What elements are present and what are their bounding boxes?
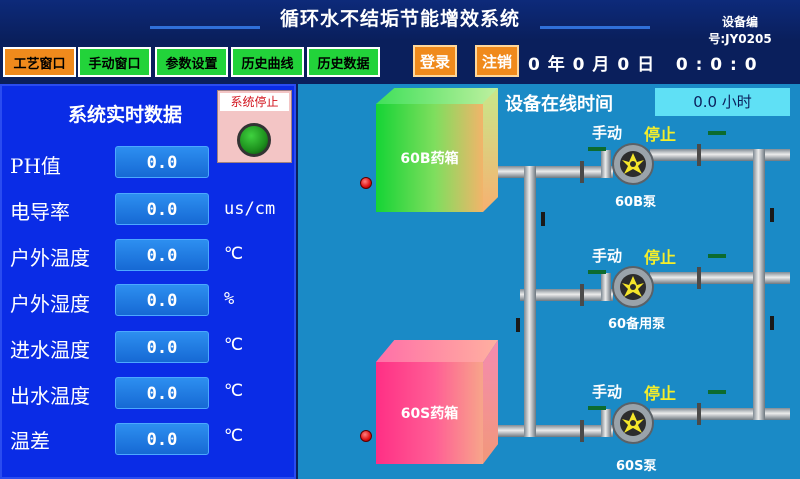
system-stop-indicator[interactable]: 系统停止 <box>217 90 292 163</box>
datetime-display: 0 年 0 月 0 日 0 : 0 : 0 <box>528 55 758 75</box>
tank-60b-side <box>483 88 498 212</box>
outlet-temp-unit: ℃ <box>224 381 244 401</box>
login-button[interactable]: 登录 <box>413 45 457 77</box>
vertical-valve-icon <box>770 208 774 222</box>
indicator-mark <box>708 254 726 258</box>
indicator-mark <box>588 270 606 274</box>
pipe-segment <box>601 273 611 301</box>
nav-parameter-settings[interactable]: 参数设置 <box>155 47 228 77</box>
pump-60b-name: 60B泵 <box>615 195 656 210</box>
pipe-segment <box>601 409 611 437</box>
indicator-mark <box>708 131 726 135</box>
conductivity-unit: us/cm <box>224 199 276 219</box>
nav-process-window[interactable]: 工艺窗口 <box>3 47 76 77</box>
outdoor-humidity-label: 户外湿度 <box>10 292 90 316</box>
tank-60b-top <box>376 88 498 104</box>
outlet-temp-label: 出水温度 <box>10 384 90 408</box>
inlet-temp-value: 0.0 <box>115 331 209 363</box>
valve-icon <box>697 403 701 425</box>
title-bar: 循环水不结垢节能增效系统 <box>0 0 800 40</box>
device-number: 设备编 号:JY0205 <box>690 14 790 48</box>
outdoor-temp-unit: ℃ <box>224 244 244 264</box>
valve-icon <box>580 161 584 183</box>
outdoor-humidity-unit: % <box>224 289 235 309</box>
ph-value: 0.0 <box>115 146 209 178</box>
pipe-segment <box>601 150 611 178</box>
conductivity-label: 电导率 <box>10 200 70 224</box>
nav-manual-window[interactable]: 手动窗口 <box>78 47 151 77</box>
tank-60b[interactable]: 60B药箱 <box>376 88 498 212</box>
pump-60b-icon[interactable] <box>612 143 654 185</box>
tank-60b-alarm-icon <box>360 177 372 189</box>
valve-icon <box>697 144 701 166</box>
conductivity-value: 0.0 <box>115 193 209 225</box>
valve-icon <box>580 420 584 442</box>
system-stop-label: 系统停止 <box>220 93 289 111</box>
pump-60s-state: 停止 <box>644 384 677 403</box>
valve-icon <box>697 267 701 289</box>
title-decoration-left <box>150 26 260 29</box>
vertical-valve-icon <box>541 212 545 226</box>
valve-icon <box>580 284 584 306</box>
tank-60s-label: 60S药箱 <box>376 362 483 464</box>
online-time-label: 设备在线时间 <box>505 94 613 115</box>
logout-button[interactable]: 注销 <box>475 45 519 77</box>
pipe-segment <box>485 425 613 437</box>
indicator-mark <box>708 390 726 394</box>
tank-60s-alarm-icon <box>360 430 372 442</box>
pipe-segment <box>520 289 613 301</box>
outdoor-temp-label: 户外温度 <box>10 246 90 270</box>
pipe-segment <box>524 166 536 437</box>
pipe-network <box>485 131 790 444</box>
pump-60-standby-name: 60备用泵 <box>608 317 666 332</box>
indicator-mark <box>588 147 606 151</box>
outlet-temp-value: 0.0 <box>115 377 209 409</box>
vertical-valve-icon <box>516 318 520 332</box>
pump-60b-mode: 手动 <box>592 124 623 142</box>
pump-60s-mode: 手动 <box>592 383 623 401</box>
outdoor-temp-value: 0.0 <box>115 239 209 271</box>
pipe-segment <box>650 272 790 284</box>
online-time-value: 0.0 小时 <box>655 88 790 116</box>
device-number-line2: 号:JY0205 <box>708 32 772 46</box>
vertical-valve-icon <box>770 316 774 330</box>
pump-60s-icon[interactable] <box>612 402 654 444</box>
pump-60s-name: 60S泵 <box>616 459 657 474</box>
pump-60-standby-state: 停止 <box>644 248 677 267</box>
pipe-segment <box>753 149 765 420</box>
pipe-segment <box>650 149 790 161</box>
nav-history-data[interactable]: 历史数据 <box>307 47 380 77</box>
title-decoration-right <box>540 26 650 29</box>
pump-60b-state: 停止 <box>644 125 677 144</box>
inlet-temp-label: 进水温度 <box>10 338 90 362</box>
nav-history-curve[interactable]: 历史曲线 <box>231 47 304 77</box>
tank-60s-side <box>483 340 498 464</box>
app-title: 循环水不结垢节能增效系统 <box>279 8 520 30</box>
indicator-mark <box>588 406 606 410</box>
ph-label: PH值 <box>10 154 61 178</box>
inlet-temp-unit: ℃ <box>224 335 244 355</box>
pipe-segment <box>650 408 790 420</box>
device-number-line1: 设备编 <box>721 15 758 29</box>
tank-60s[interactable]: 60S药箱 <box>376 340 498 464</box>
temp-diff-unit: ℃ <box>224 426 244 446</box>
temp-diff-value: 0.0 <box>115 423 209 455</box>
tank-60b-label: 60B药箱 <box>376 104 483 212</box>
pump-60-standby-mode: 手动 <box>592 247 623 265</box>
pump-60-standby-icon[interactable] <box>612 266 654 308</box>
temp-diff-label: 温差 <box>10 429 50 453</box>
status-lamp-icon <box>237 123 271 157</box>
pipe-segment <box>485 166 613 178</box>
outdoor-humidity-value: 0.0 <box>115 284 209 316</box>
realtime-data-title: 系统实时数据 <box>68 104 183 126</box>
tank-60s-top <box>376 340 498 362</box>
